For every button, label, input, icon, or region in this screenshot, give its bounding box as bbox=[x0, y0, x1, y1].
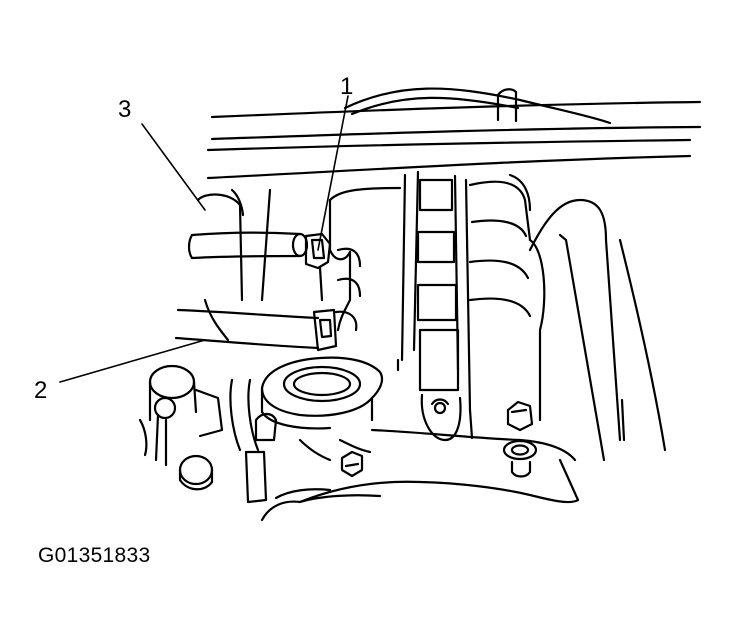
oil-filler-cap bbox=[260, 356, 384, 430]
right-tubes bbox=[528, 198, 667, 462]
leader-line-1 bbox=[317, 95, 349, 251]
left-housing bbox=[196, 188, 272, 342]
bolts bbox=[340, 400, 538, 478]
leader-lines bbox=[59, 95, 349, 383]
lower-left-assembly bbox=[138, 364, 278, 504]
callout-1: 1 bbox=[340, 73, 353, 100]
figure-id-label: G01351833 bbox=[38, 544, 151, 567]
front-casting bbox=[260, 408, 580, 522]
upper-rail bbox=[206, 87, 702, 180]
callout-3: 3 bbox=[118, 96, 131, 123]
cam-cover bbox=[328, 170, 546, 422]
hose-clamp bbox=[304, 232, 338, 352]
plug-well bbox=[420, 393, 462, 442]
callout-2: 2 bbox=[34, 377, 47, 404]
leader-line-2 bbox=[59, 339, 206, 383]
lower-hose bbox=[174, 308, 358, 350]
leader-line-3 bbox=[141, 123, 206, 211]
callout-numbers: 1 3 2 bbox=[34, 73, 353, 404]
upper-hose bbox=[187, 231, 309, 260]
